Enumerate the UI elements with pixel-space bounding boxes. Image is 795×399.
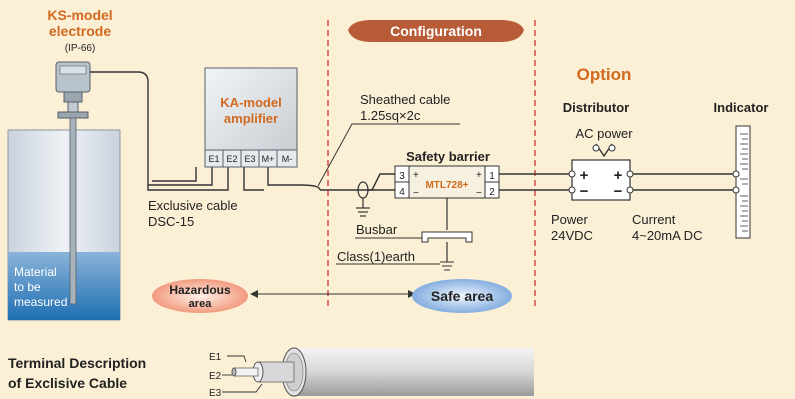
indicator [732, 125, 751, 239]
safe-area-badge: Safe area [412, 279, 512, 313]
distributor-minus-right: − [614, 183, 623, 200]
amp-terminal: E1 [208, 154, 219, 164]
barrier-plus-left: + [413, 170, 419, 181]
safe-area-label: Safe area [431, 288, 493, 304]
amp-terminal: M- [282, 154, 293, 164]
power-label-line2: 24VDC [551, 228, 593, 243]
busbar-label: Busbar [356, 222, 398, 237]
amp-terminal: M+ [262, 154, 275, 164]
terminal-description-line2: of Exclisive Cable [8, 375, 127, 391]
electrode-title-line1: KS-model [47, 7, 112, 23]
exclusive-cable-wires [90, 71, 360, 191]
hazardous-area-line2: area [189, 298, 213, 310]
indicator-scale [740, 133, 748, 232]
electrode-title-line2: electrode [49, 23, 111, 39]
sheathed-cable-line1: Sheathed cable [360, 92, 450, 107]
material-liquid [8, 252, 120, 320]
distributor-plus-left: + [580, 167, 589, 184]
current-label-line1: Current [632, 212, 676, 227]
sheathed-cable-leader [317, 123, 460, 187]
busbar: Busbar Class(1)earth [336, 198, 473, 271]
cable-wire-label: E3 [209, 388, 222, 399]
material-label-line3: measured [14, 295, 67, 309]
barrier-terminal-left: 3 [399, 171, 405, 182]
option-title: Option [577, 65, 632, 84]
current-label-line2: 4~20mA DC [632, 228, 702, 243]
barrier-model: MTL728+ [425, 180, 468, 191]
barrier-minus-right: − [476, 188, 482, 199]
cable-wire-label: E2 [209, 371, 222, 382]
amplifier-title-line2: amplifier [224, 111, 278, 126]
barrier-input-wires [360, 173, 395, 191]
earth-label: Class(1)earth [337, 249, 415, 264]
ac-power-label: AC power [575, 126, 633, 141]
distributor: + − + − [568, 144, 634, 201]
indicator-label: Indicator [714, 100, 769, 115]
barrier-minus-left: − [413, 188, 419, 199]
hazardous-area-badge: Hazardous area [152, 279, 248, 313]
configuration-badge: Configuration [348, 20, 524, 42]
safety-barrier: Safety barrier 3 4 + − + − MTL728+ 1 2 [394, 149, 500, 199]
amp-terminal: E2 [226, 154, 237, 164]
barrier-terminal-right: 2 [489, 187, 495, 198]
barrier-terminal-right: 1 [489, 171, 495, 182]
hazardous-area-line1: Hazardous [169, 283, 231, 297]
tank: Material to be measured [7, 129, 121, 321]
distributor-minus-left: − [580, 183, 589, 200]
material-label-line1: Material [14, 265, 57, 279]
power-label-line1: Power [551, 212, 589, 227]
cable-wire-label: E1 [209, 352, 222, 363]
amplifier-title-line1: KA-model [220, 95, 281, 110]
amp-terminal: E3 [244, 154, 255, 164]
distributor-plus-right: + [614, 167, 623, 184]
electrode-rating: (IP-66) [65, 43, 96, 54]
distributor-label: Distributor [563, 100, 629, 115]
configuration-label: Configuration [390, 23, 482, 39]
barrier-plus-right: + [476, 170, 482, 181]
sheathed-cable-line2: 1.25sq×2c [360, 108, 421, 123]
output-wires [499, 143, 736, 191]
area-arrow [250, 290, 416, 298]
safety-barrier-title: Safety barrier [406, 149, 490, 164]
electrode-title: KS-model electrode (IP-66) [47, 7, 112, 54]
terminal-description-line1: Terminal Description [8, 355, 146, 371]
shield-ground [356, 181, 370, 217]
material-label-line2: to be [14, 280, 41, 294]
cable-cross-section: E1 E2 E3 [209, 347, 534, 399]
exclusive-cable-line2: DSC-15 [148, 214, 194, 229]
exclusive-cable-line1: Exclusive cable [148, 198, 238, 213]
amplifier: KA-model amplifier E1 E2 E3 M+ M- [204, 67, 298, 168]
electrode [55, 61, 91, 305]
barrier-terminal-left: 4 [399, 187, 405, 198]
